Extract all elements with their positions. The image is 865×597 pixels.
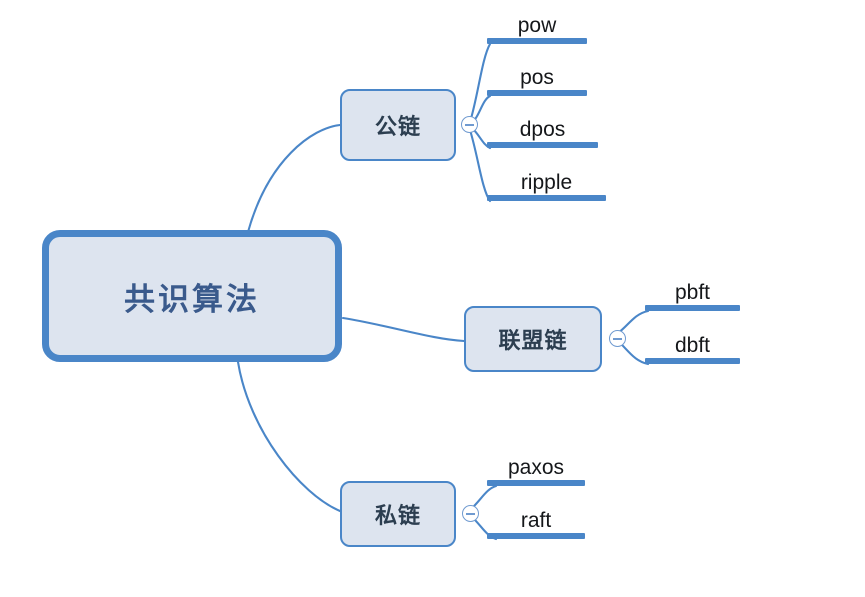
leaf-item[interactable]: pow: [487, 10, 587, 44]
leaf-item[interactable]: pos: [487, 62, 587, 96]
connector-root-to-private-chain: [236, 360, 342, 513]
minus-circle-icon[interactable]: [609, 330, 626, 347]
leaf-item[interactable]: ripple: [487, 167, 606, 201]
connector-root-to-public-chain: [246, 123, 342, 234]
leaf-underline-bar: [487, 533, 585, 539]
leaf-label: pbft: [674, 280, 711, 304]
leaf-label: pos: [520, 65, 554, 89]
branch-node-public-chain[interactable]: 公链: [340, 89, 456, 161]
branch-node-label: 公链: [374, 114, 421, 139]
connector-root-to-consortium-chain: [341, 316, 466, 343]
minus-circle-icon[interactable]: [462, 505, 479, 522]
root-node-label: 共识算法: [124, 281, 260, 317]
branch-node-private-chain[interactable]: 私链: [340, 481, 456, 547]
leaf-label: raft: [520, 508, 552, 532]
leaf-label: pow: [517, 13, 557, 37]
leaf-item[interactable]: dpos: [487, 114, 598, 148]
leaf-item[interactable]: dbft: [645, 330, 740, 364]
leaf-underline-bar: [487, 480, 585, 486]
leaf-underline-bar: [487, 38, 587, 44]
leaf-label: dpos: [519, 117, 566, 141]
branch-node-label: 联盟链: [498, 328, 568, 353]
minus-circle-icon[interactable]: [461, 116, 478, 133]
leaf-item[interactable]: pbft: [645, 277, 740, 311]
leaf-item[interactable]: raft: [487, 505, 585, 539]
branch-node-label: 私链: [374, 503, 421, 528]
leaf-underline-bar: [645, 305, 740, 311]
leaf-label: dbft: [674, 333, 711, 357]
leaf-underline-bar: [487, 195, 606, 201]
connector-consortium-to-pbft: [616, 309, 650, 335]
leaf-underline-bar: [487, 142, 598, 148]
leaf-item[interactable]: paxos: [487, 452, 585, 486]
root-node[interactable]: 共识算法: [42, 230, 342, 362]
leaf-label: paxos: [507, 455, 565, 479]
branch-node-consortium-chain[interactable]: 联盟链: [464, 306, 602, 372]
leaf-label: ripple: [520, 170, 573, 194]
leaf-underline-bar: [487, 90, 587, 96]
leaf-underline-bar: [645, 358, 740, 364]
